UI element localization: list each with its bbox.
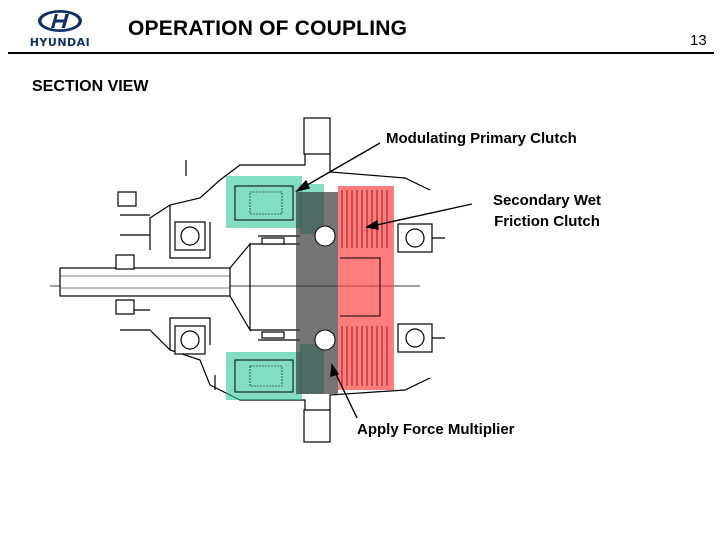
- leader-lines: [294, 142, 473, 419]
- housing-outline: [50, 117, 445, 443]
- modulating-primary-clutch-label: Modulating Primary Clutch: [386, 130, 577, 147]
- secondary-label-line2: Friction Clutch: [494, 213, 600, 230]
- hyundai-emblem-icon: [38, 10, 82, 32]
- section-title: SECTION VIEW: [32, 78, 149, 95]
- secondary-wet-friction-clutch-label: Secondary Wet Friction Clutch: [472, 190, 622, 232]
- header-divider: [8, 52, 714, 54]
- apply-force-multiplier-label: Apply Force Multiplier: [357, 421, 515, 438]
- logo-wordmark: HYUNDAI: [29, 36, 91, 49]
- page-title: OPERATION OF COUPLING: [128, 17, 408, 40]
- apply-force-highlight: [296, 192, 338, 394]
- secondary-label-line1: Secondary Wet: [492, 192, 602, 209]
- page-number: 13: [690, 32, 707, 49]
- secondary-clutch-highlight: [338, 186, 394, 390]
- hyundai-logo: HYUNDAI: [22, 8, 98, 49]
